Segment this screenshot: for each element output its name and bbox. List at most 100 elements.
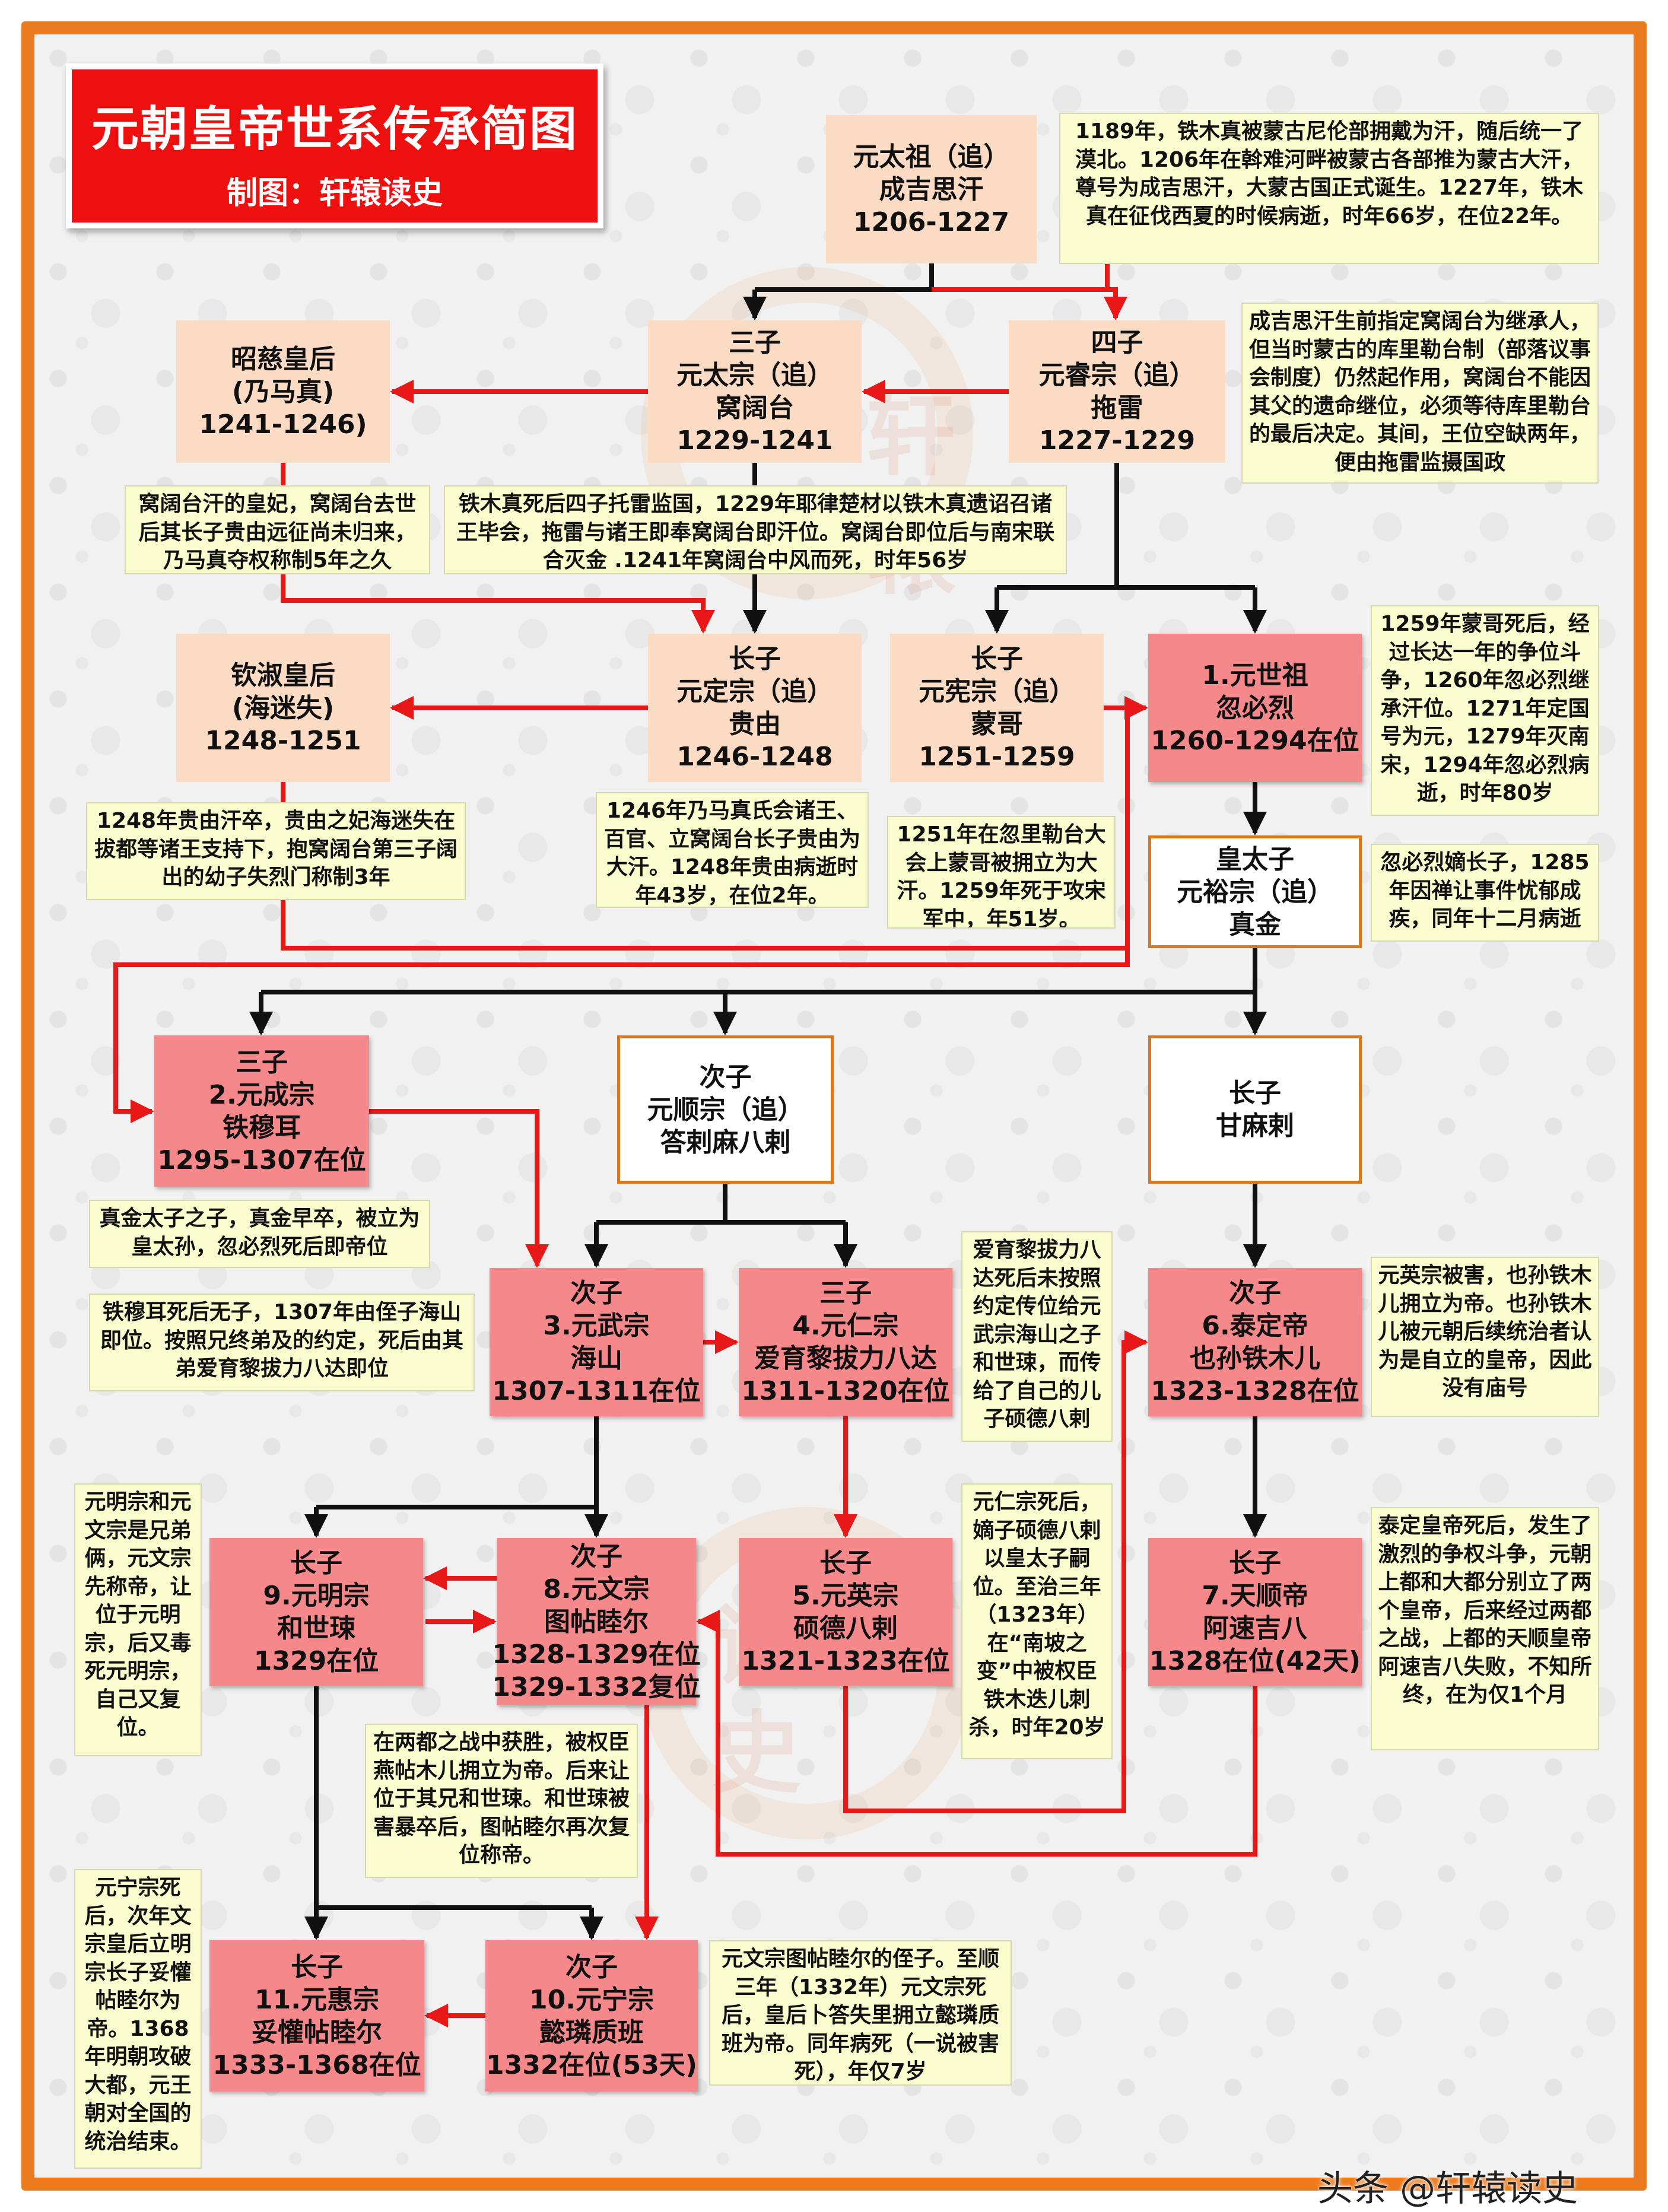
node-line: 1251-1259 — [919, 742, 1075, 772]
node-line: 1246-1248 — [676, 742, 833, 772]
succ-kublai-temur — [113, 743, 1130, 1123]
node-line: 元宪宗（追） — [919, 676, 1075, 707]
node-line: 2.元成宗 — [208, 1079, 315, 1110]
node-line: 1329-1332复位 — [492, 1671, 701, 1702]
note-temur: 真金太子之子，真金早卒，被立为皇太孙，忽必烈死后即帝位 — [89, 1200, 430, 1268]
node-line: 皇太子 — [1216, 844, 1294, 875]
node-line: 1229-1241 — [676, 425, 833, 456]
footer-credit: 头条 @轩辕读史 — [1317, 2168, 1578, 2210]
note-renzong: 爱育黎拔力八达死后未按照约定传位给元武宗海山之子和世㻋，而传给了自己的儿子硕德八… — [961, 1231, 1113, 1442]
node-line: 窝阔台 — [716, 393, 794, 423]
node-line: 和世㻋 — [277, 1613, 355, 1644]
node-line: 图帖睦尔 — [544, 1606, 649, 1637]
node-line: 爱育黎拔力八达 — [754, 1343, 937, 1374]
node-line: 也孙铁木儿 — [1190, 1343, 1320, 1374]
node-line: 硕德八剌 — [793, 1613, 898, 1644]
node-line: 1260-1294在位 — [1151, 725, 1359, 756]
node-line: 1332在位(53天) — [486, 2049, 697, 2080]
note-guyuk: 1246年乃马真氏会诸王、百官、立窝阔台长子贵由为大汗。1248年贵由病逝时年4… — [596, 792, 869, 908]
node-darmabala: 次子元顺宗（追）答剌麻八剌 — [617, 1035, 834, 1184]
node-line: 1321-1323在位 — [741, 1646, 950, 1676]
node-line: 答剌麻八剌 — [660, 1127, 791, 1158]
note-ningzong: 元文宗图帖睦尔的侄子。至顺三年（1332年）元文宗死后，皇后卜答失里拥立懿璘质班… — [709, 1940, 1012, 2086]
node-line: 1227-1229 — [1038, 425, 1196, 456]
node-line: 1333-1368在位 — [212, 2049, 421, 2080]
page-subtitle: 制图：轩辕读史 — [226, 176, 443, 211]
node-line: 次子 — [565, 1952, 618, 1982]
node-line: 4.元仁宗 — [792, 1311, 899, 1341]
node-line: 元定宗（追） — [676, 676, 833, 707]
node-line: 次子 — [699, 1061, 752, 1092]
succ-tianshun-wenzong — [696, 1610, 1257, 1857]
node-line: 1329在位 — [253, 1646, 379, 1676]
note-tolui: 成吉思汗生前指定窝阔台为继承人，但当时蒙古的库里勒台制（部落议事会制度）仍然起作… — [1241, 303, 1599, 484]
node-gammala: 长子甘麻剌 — [1148, 1035, 1362, 1184]
node-line: 次子 — [570, 1541, 622, 1572]
node-line: 三子 — [729, 328, 781, 358]
node-qinshu: 钦淑皇后(海迷失)1248-1251 — [176, 634, 390, 782]
node-line: 1295-1307在位 — [157, 1145, 366, 1175]
node-line: (乃马真) — [231, 376, 335, 407]
note-zhenjin: 忽必烈嫡长子，1285年因禅让事件忧郁成疾，同年十二月病逝 — [1371, 844, 1599, 942]
node-line: 长子 — [1229, 1548, 1281, 1578]
node-line: 贵由 — [729, 709, 781, 739]
node-line: 1328在位(42天) — [1149, 1646, 1361, 1676]
node-line: 阿速吉八 — [1203, 1613, 1307, 1644]
node-zhenjin: 皇太子元裕宗（追）真金 — [1148, 835, 1362, 948]
node-line: 1311-1320在位 — [741, 1376, 950, 1406]
note-kublai: 1259年蒙哥死后，经过长达一年的争位斗争，1260年忽必烈继承汗位。1271年… — [1371, 605, 1599, 816]
node-line: 四子 — [1091, 328, 1143, 358]
note-qinshu: 1248年贵由汗卒，贵由之妃海迷失在拔都等诸王支持下，抱窝阔台第三子阔出的幼子失… — [86, 802, 466, 900]
node-line: 1248-1251 — [205, 725, 361, 756]
succ-yingzong-taiding — [843, 1330, 1148, 1813]
note-genghis: 1189年，铁木真被蒙古尼伦部拥戴为汗，随后统一了漠北。1206年在斡难河畔被蒙… — [1059, 113, 1599, 264]
node-line: 成吉思汗 — [879, 174, 984, 205]
node-line: 1323-1328在位 — [1151, 1376, 1359, 1406]
note-ogedei: 铁木真死后四子托雷监国，1229年耶律楚材以铁木真遗诏召诸王毕会，拖雷与诸王即奉… — [444, 485, 1067, 574]
note-huizong: 元宁宗死后，次年文宗皇后立明宗长子妥懽帖睦尔为帝。1368年明朝攻破大都，元王朝… — [74, 1869, 202, 2169]
succ-temur-wuzong — [369, 1109, 549, 1268]
node-line: 9.元明宗 — [263, 1581, 370, 1611]
node-line: 元睿宗（追） — [1038, 360, 1196, 390]
node-line: (海迷失) — [231, 692, 335, 723]
node-line: 钦淑皇后 — [231, 660, 335, 691]
node-line: 5.元英宗 — [792, 1581, 899, 1611]
note-mingzong: 元明宗和元文宗是兄弟俩，元文宗先称帝，让位于元明宗，后又毒死元明宗，自己又复位。 — [74, 1483, 202, 1756]
node-line: 1241-1246) — [199, 409, 367, 440]
node-line: 忽必烈 — [1216, 692, 1294, 723]
node-line: 1307-1311在位 — [492, 1376, 701, 1406]
node-line: 蒙哥 — [971, 709, 1023, 739]
node-line: 长子 — [291, 1952, 343, 1982]
node-line: 三子 — [819, 1278, 872, 1308]
succ-to-tolui — [932, 287, 1127, 320]
node-line: 1206-1227 — [853, 206, 1010, 237]
node-line: 1328-1329在位 — [492, 1639, 701, 1670]
watermark-glyph: 轩 — [866, 384, 956, 488]
title-banner: 元朝皇帝世系传承简图 制图：轩辕读史 — [66, 63, 603, 228]
node-line: 妥懽帖睦尔 — [252, 2017, 382, 2048]
node-line: 元太祖（追） — [853, 141, 1010, 172]
node-zhaoci: 昭慈皇后(乃马真)1241-1246) — [176, 320, 390, 463]
node-line: 次子 — [1229, 1278, 1281, 1308]
node-line: 元顺宗（追） — [647, 1094, 804, 1125]
page-title: 元朝皇帝世系传承简图 — [91, 101, 578, 157]
node-line: 11.元惠宗 — [255, 1984, 379, 2015]
node-line: 8.元文宗 — [543, 1574, 650, 1604]
node-line: 10.元宁宗 — [529, 1984, 654, 2015]
node-line: 1.元世祖 — [1202, 660, 1308, 691]
node-line: 长子 — [1229, 1078, 1281, 1108]
note-wuzong: 铁穆耳死后无子，1307年由侄子海山即位。按照兄终弟及的约定，死后由其弟爱育黎拔… — [89, 1293, 475, 1391]
node-line: 长子 — [290, 1548, 342, 1578]
watermark-glyph: 史 — [712, 1701, 802, 1806]
